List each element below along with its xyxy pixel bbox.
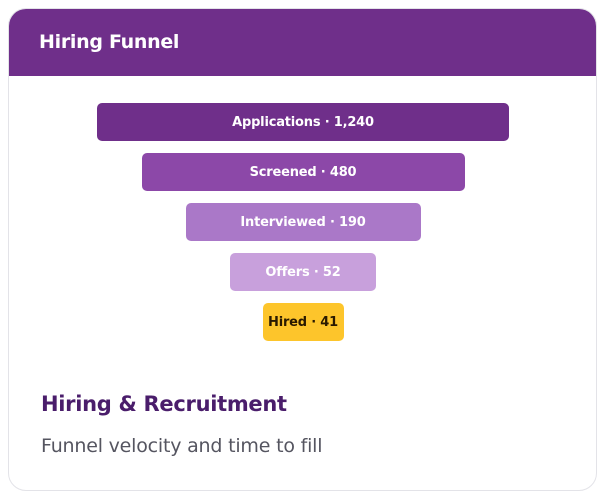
funnel-stage-screened: Screened · 480 xyxy=(141,153,465,191)
funnel-stage-hired: Hired · 41 xyxy=(262,303,344,341)
funnel-stage-applications: Applications · 1,240 xyxy=(97,103,509,141)
card-title: Hiring Funnel xyxy=(39,31,180,53)
section-subtitle: Funnel velocity and time to fill xyxy=(41,435,323,457)
funnel-stage-interviewed: Interviewed · 190 xyxy=(185,203,421,241)
card-header: Hiring Funnel xyxy=(9,9,596,76)
funnel-stage-offers: Offers · 52 xyxy=(230,253,376,291)
funnel-stage-label: Applications · 1,240 xyxy=(232,114,374,130)
section-title: Hiring & Recruitment xyxy=(41,392,287,416)
funnel-stage-label: Hired · 41 xyxy=(268,314,338,330)
funnel-stage-label: Offers · 52 xyxy=(265,264,341,280)
funnel-stage-label: Interviewed · 190 xyxy=(240,214,366,230)
funnel-stage-label: Screened · 480 xyxy=(249,164,357,180)
